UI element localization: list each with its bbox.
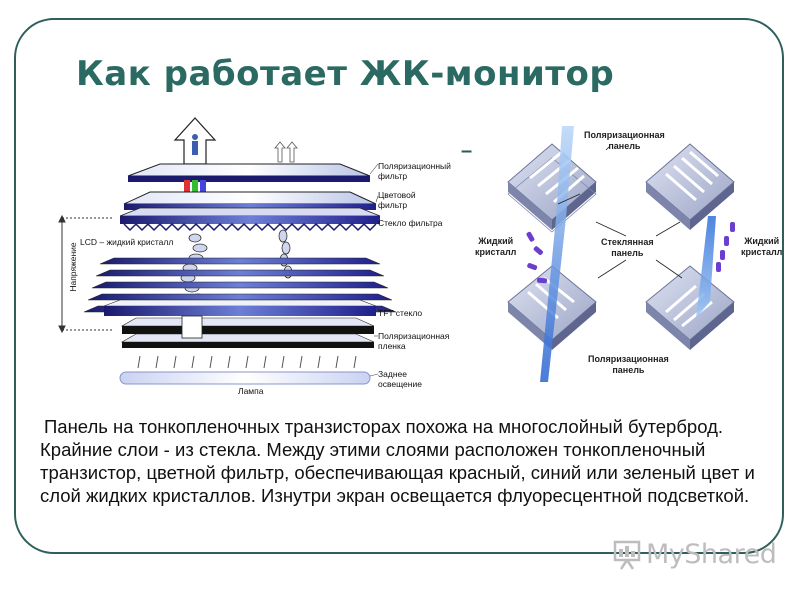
lc-molecules-right: [716, 222, 735, 272]
color-filter-layer: [123, 180, 377, 210]
polarizing-film-layer: [120, 315, 375, 348]
label-polarizing-film: Поляризационная пленка: [378, 331, 450, 351]
right-top-polarizer-panel: [645, 143, 735, 230]
label-color-filter: Цветовой фильтр: [378, 190, 416, 210]
slide-frame: [14, 18, 784, 554]
presentation-board-icon: [613, 540, 641, 570]
light-out-arrow: [173, 117, 217, 165]
lcd-layer-diagram: [58, 117, 397, 385]
description-paragraph: Панель на тонкопленочных транзисторах по…: [40, 416, 755, 506]
label-lamp: Лампа: [238, 386, 264, 396]
label-liquid-crystal-left: Жидкий кристалл: [475, 236, 517, 257]
label-glass-panel: Стеклянная панель: [601, 237, 654, 258]
label-voltage: Напряжение: [68, 242, 78, 292]
logo-text: MyShared: [646, 538, 777, 570]
filter-glass-layer: [119, 207, 381, 232]
left-top-polarizer-panel: [507, 143, 597, 233]
leader-lines: [369, 163, 381, 377]
label-backlight: Заднее освещение: [378, 369, 422, 389]
label-liquid-crystal-right: Жидкий кристалл: [741, 236, 783, 257]
pointer-lines: [557, 145, 683, 279]
slide-title: Как работает ЖК-монитор: [76, 54, 615, 94]
small-arrows: [274, 141, 298, 163]
backlight-rays: [137, 355, 357, 369]
lc-molecules-left: [526, 231, 548, 284]
label-polarizing-panel-bottom: Поляризационная панель: [588, 354, 669, 375]
polarizer-panel-diagram: [507, 126, 735, 382]
label-tft-glass: TFT стекло: [378, 308, 423, 318]
myshared-logo[interactable]: MyShared: [612, 536, 777, 572]
label-polarizing-panel-top: Поляризационная панель: [584, 130, 665, 151]
lamp-tube: [119, 371, 371, 385]
label-filter-glass: Стекло фильтра: [378, 218, 443, 228]
right-bottom-polarizer-panel: [645, 265, 735, 350]
right-light-beam: [696, 216, 716, 318]
label-polarizing-filter: Поляризационный фильтр: [378, 161, 451, 181]
polarizing-filter-layer: [127, 163, 371, 182]
voltage-bracket: [58, 214, 114, 334]
label-lcd: LCD – жидкий кристалл: [80, 237, 174, 247]
tft-glass-layer: [103, 299, 377, 316]
left-light-beam: [540, 126, 574, 382]
dash-mark: –: [461, 140, 473, 162]
